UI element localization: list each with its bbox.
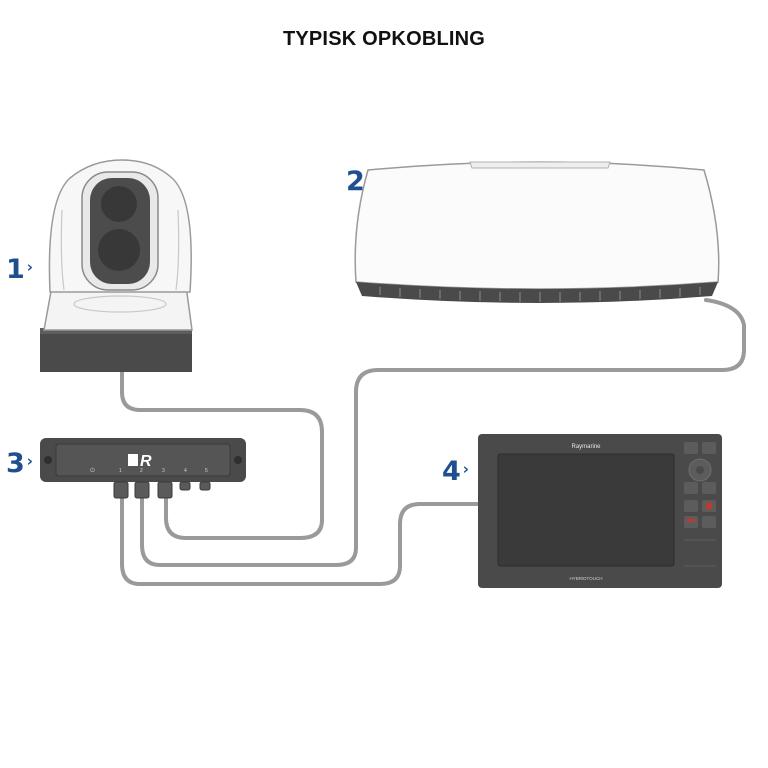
switch-port-label-5: 5 xyxy=(205,468,208,474)
switch-power-icon: ⏻ xyxy=(90,467,95,474)
callout-3: 3› xyxy=(6,448,33,479)
diagram-title: TYPISK OPKOBLING xyxy=(282,28,486,50)
switch-connectors xyxy=(113,481,211,499)
switch-port-label-4: 4 xyxy=(184,468,187,474)
radar-housing xyxy=(354,161,720,290)
display-footer-label: HYBRIDTOUCH xyxy=(570,576,603,581)
cable-display xyxy=(120,494,486,586)
thermal-camera xyxy=(40,159,193,372)
cables xyxy=(120,298,746,586)
power-button-icon xyxy=(702,516,716,528)
camera-base xyxy=(40,328,192,372)
cable-camera xyxy=(120,368,324,540)
multifunction-display: Raymarine HYBRIDTOUCH xyxy=(478,434,722,588)
display-screen xyxy=(497,453,675,567)
radar-base-band xyxy=(356,282,718,303)
back-button-icon xyxy=(684,482,698,494)
camera-lens-top xyxy=(101,186,137,222)
cable-radar xyxy=(140,298,746,567)
ok-button-icon xyxy=(702,482,716,494)
switch-port-label-3: 3 xyxy=(162,468,165,474)
switch-mount-hole-right xyxy=(234,456,242,464)
display-brand: Raymarine xyxy=(571,444,601,450)
radar-dome xyxy=(354,161,720,303)
switch-port-label-1: 1 xyxy=(119,468,122,474)
switch-logo: R xyxy=(140,453,152,470)
menu-button-icon xyxy=(702,442,716,454)
callout-4: 4› xyxy=(442,456,469,487)
switch-mount-hole-left xyxy=(44,456,52,464)
callout-1: 1› xyxy=(6,254,33,285)
switch-port-label-2: 2 xyxy=(140,468,143,474)
network-switch: R ⏻ 1 2 3 4 5 xyxy=(40,438,246,499)
display-keypad xyxy=(684,442,716,567)
waypoint-button-icon xyxy=(684,500,698,512)
camera-lens-bottom xyxy=(98,229,140,271)
home-button-icon xyxy=(684,442,698,454)
